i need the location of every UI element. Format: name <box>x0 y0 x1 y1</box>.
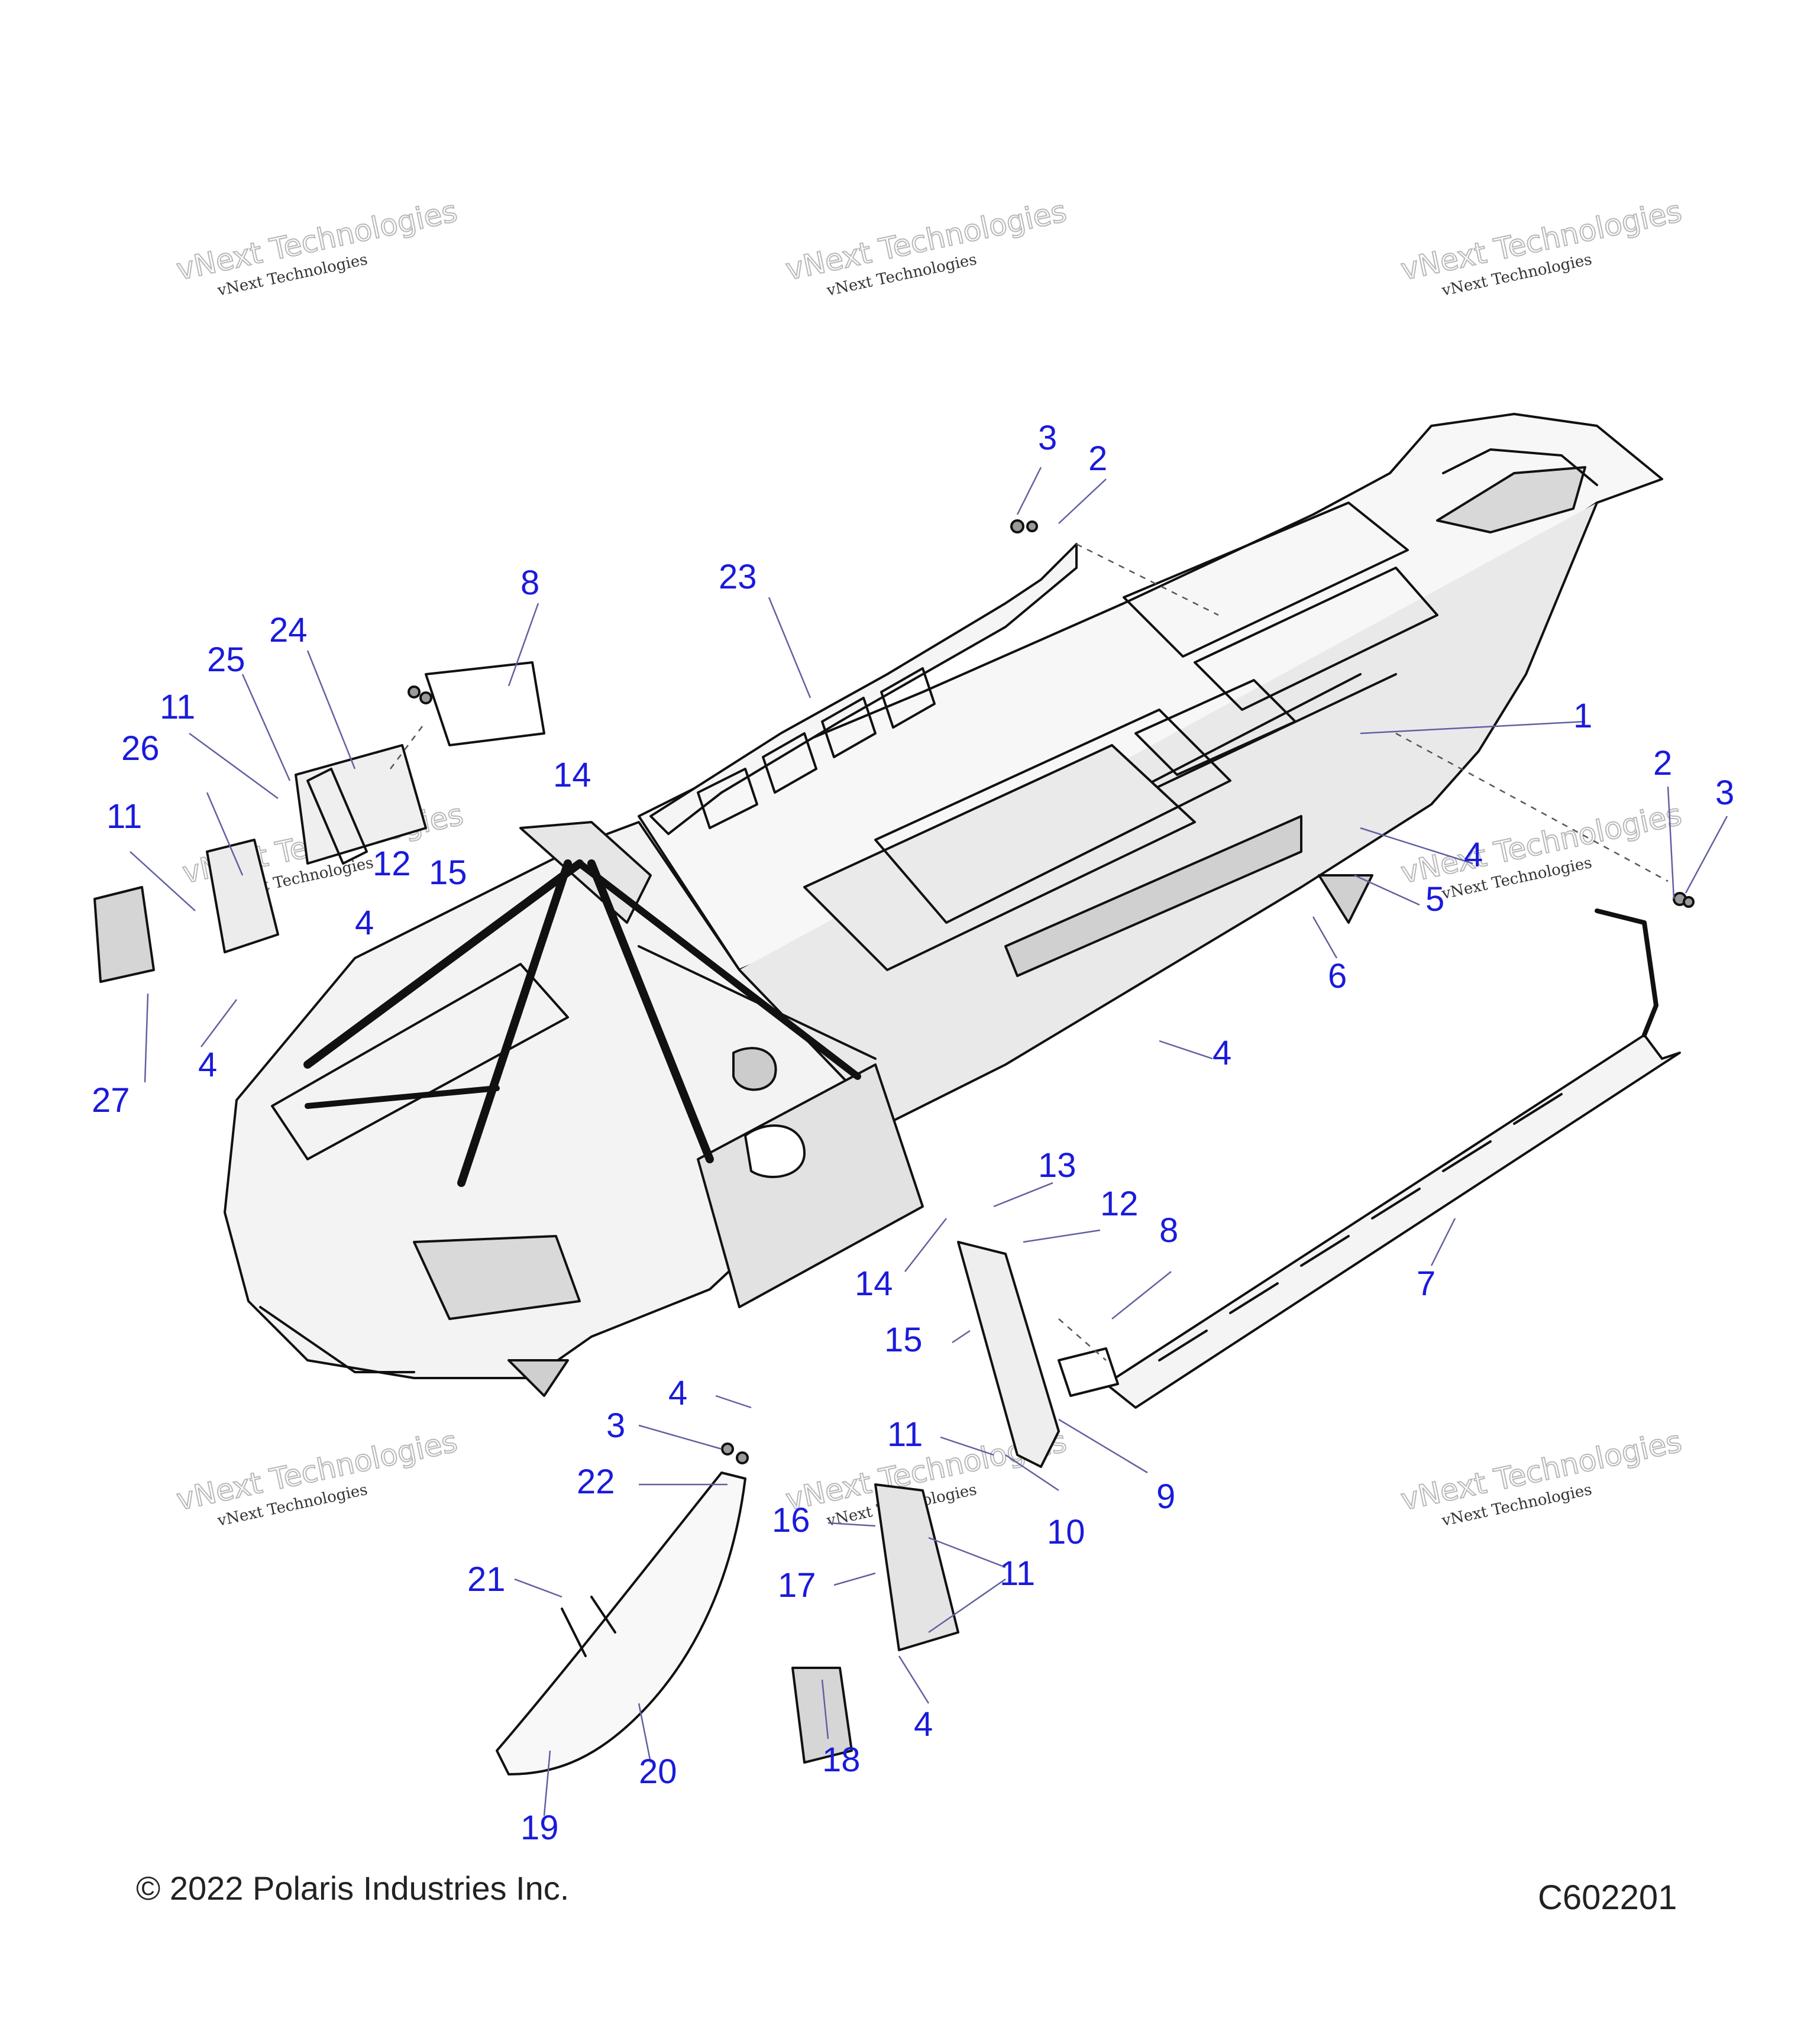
callout-number: 8 <box>1159 1211 1178 1250</box>
diagram-code: C602201 <box>1538 1878 1677 1917</box>
left-brackets <box>93 661 545 983</box>
dashed-lines <box>390 543 1669 1361</box>
callout-number: 13 <box>1038 1146 1076 1185</box>
callout-number: 12 <box>1100 1185 1139 1223</box>
callout-number: 4 <box>1464 836 1483 874</box>
tunnel-chassis <box>638 413 1663 1125</box>
leader-lines <box>130 467 1728 1816</box>
callout-number: 14 <box>855 1264 893 1303</box>
callout-number: 3 <box>1715 774 1734 812</box>
callout-number: 11 <box>887 1415 923 1454</box>
lower-brackets <box>791 1241 1119 1764</box>
callout-number: 10 <box>1047 1513 1085 1551</box>
callout-number: 4 <box>355 904 374 942</box>
callout-number: 8 <box>520 564 539 602</box>
front-frame <box>224 821 924 1397</box>
callouts: 3 2 23 8 24 25 11 26 11 12 15 14 4 4 27 … <box>92 419 1734 1847</box>
callout-number: 24 <box>269 611 308 649</box>
callout-number: 4 <box>198 1046 217 1084</box>
callout-number: 2 <box>1088 439 1107 478</box>
running-board-7 <box>1105 908 1681 1409</box>
callout-number: 26 <box>121 729 160 768</box>
watermark: vNext Technologies vNext Technologies <box>173 1424 461 1530</box>
callout-number: 5 <box>1425 880 1444 918</box>
callout-number: 4 <box>914 1705 933 1744</box>
callout-number: 19 <box>520 1809 559 1847</box>
rear-bumper-23 <box>649 543 1078 835</box>
callout-number: 20 <box>639 1752 677 1791</box>
callout-number: 7 <box>1417 1264 1436 1303</box>
callout-number: 23 <box>719 558 757 596</box>
callout-number: 18 <box>822 1741 861 1779</box>
callout-number: 9 <box>1156 1477 1175 1516</box>
callout-number: 4 <box>1213 1034 1231 1072</box>
callout-number: 4 <box>668 1374 687 1412</box>
callout-number: 16 <box>772 1501 810 1540</box>
callout-number: 14 <box>553 756 591 794</box>
watermark: vNext Technologies vNext Technologies <box>173 193 461 300</box>
front-shield-19 <box>496 1471 746 1775</box>
callout-number: 2 <box>1653 744 1672 782</box>
watermark: vNext Technologies vNext Technologies <box>1397 1424 1685 1530</box>
watermark: vNext Technologies vNext Technologies <box>782 193 1070 300</box>
callout-number: 3 <box>606 1406 625 1445</box>
watermark: vNext Technologies vNext Technologies <box>1397 193 1685 300</box>
copyright-text: © 2022 Polaris Industries Inc. <box>136 1870 570 1907</box>
callout-number: 11 <box>160 688 195 726</box>
callout-number: 12 <box>373 845 411 883</box>
callout-number: 22 <box>577 1463 615 1501</box>
callout-number: 11 <box>1000 1554 1035 1593</box>
line-art <box>93 413 1695 1775</box>
callout-number: 21 <box>467 1560 506 1599</box>
callout-number: 15 <box>884 1321 923 1359</box>
callout-number: 17 <box>778 1566 816 1605</box>
callout-number: 6 <box>1328 957 1347 995</box>
callout-number: 25 <box>207 641 245 679</box>
callout-number: 15 <box>429 853 467 892</box>
callout-number: 11 <box>106 797 142 836</box>
callout-number: 27 <box>92 1081 130 1120</box>
callout-number: 3 <box>1038 419 1057 457</box>
callout-number: 1 <box>1573 697 1592 735</box>
